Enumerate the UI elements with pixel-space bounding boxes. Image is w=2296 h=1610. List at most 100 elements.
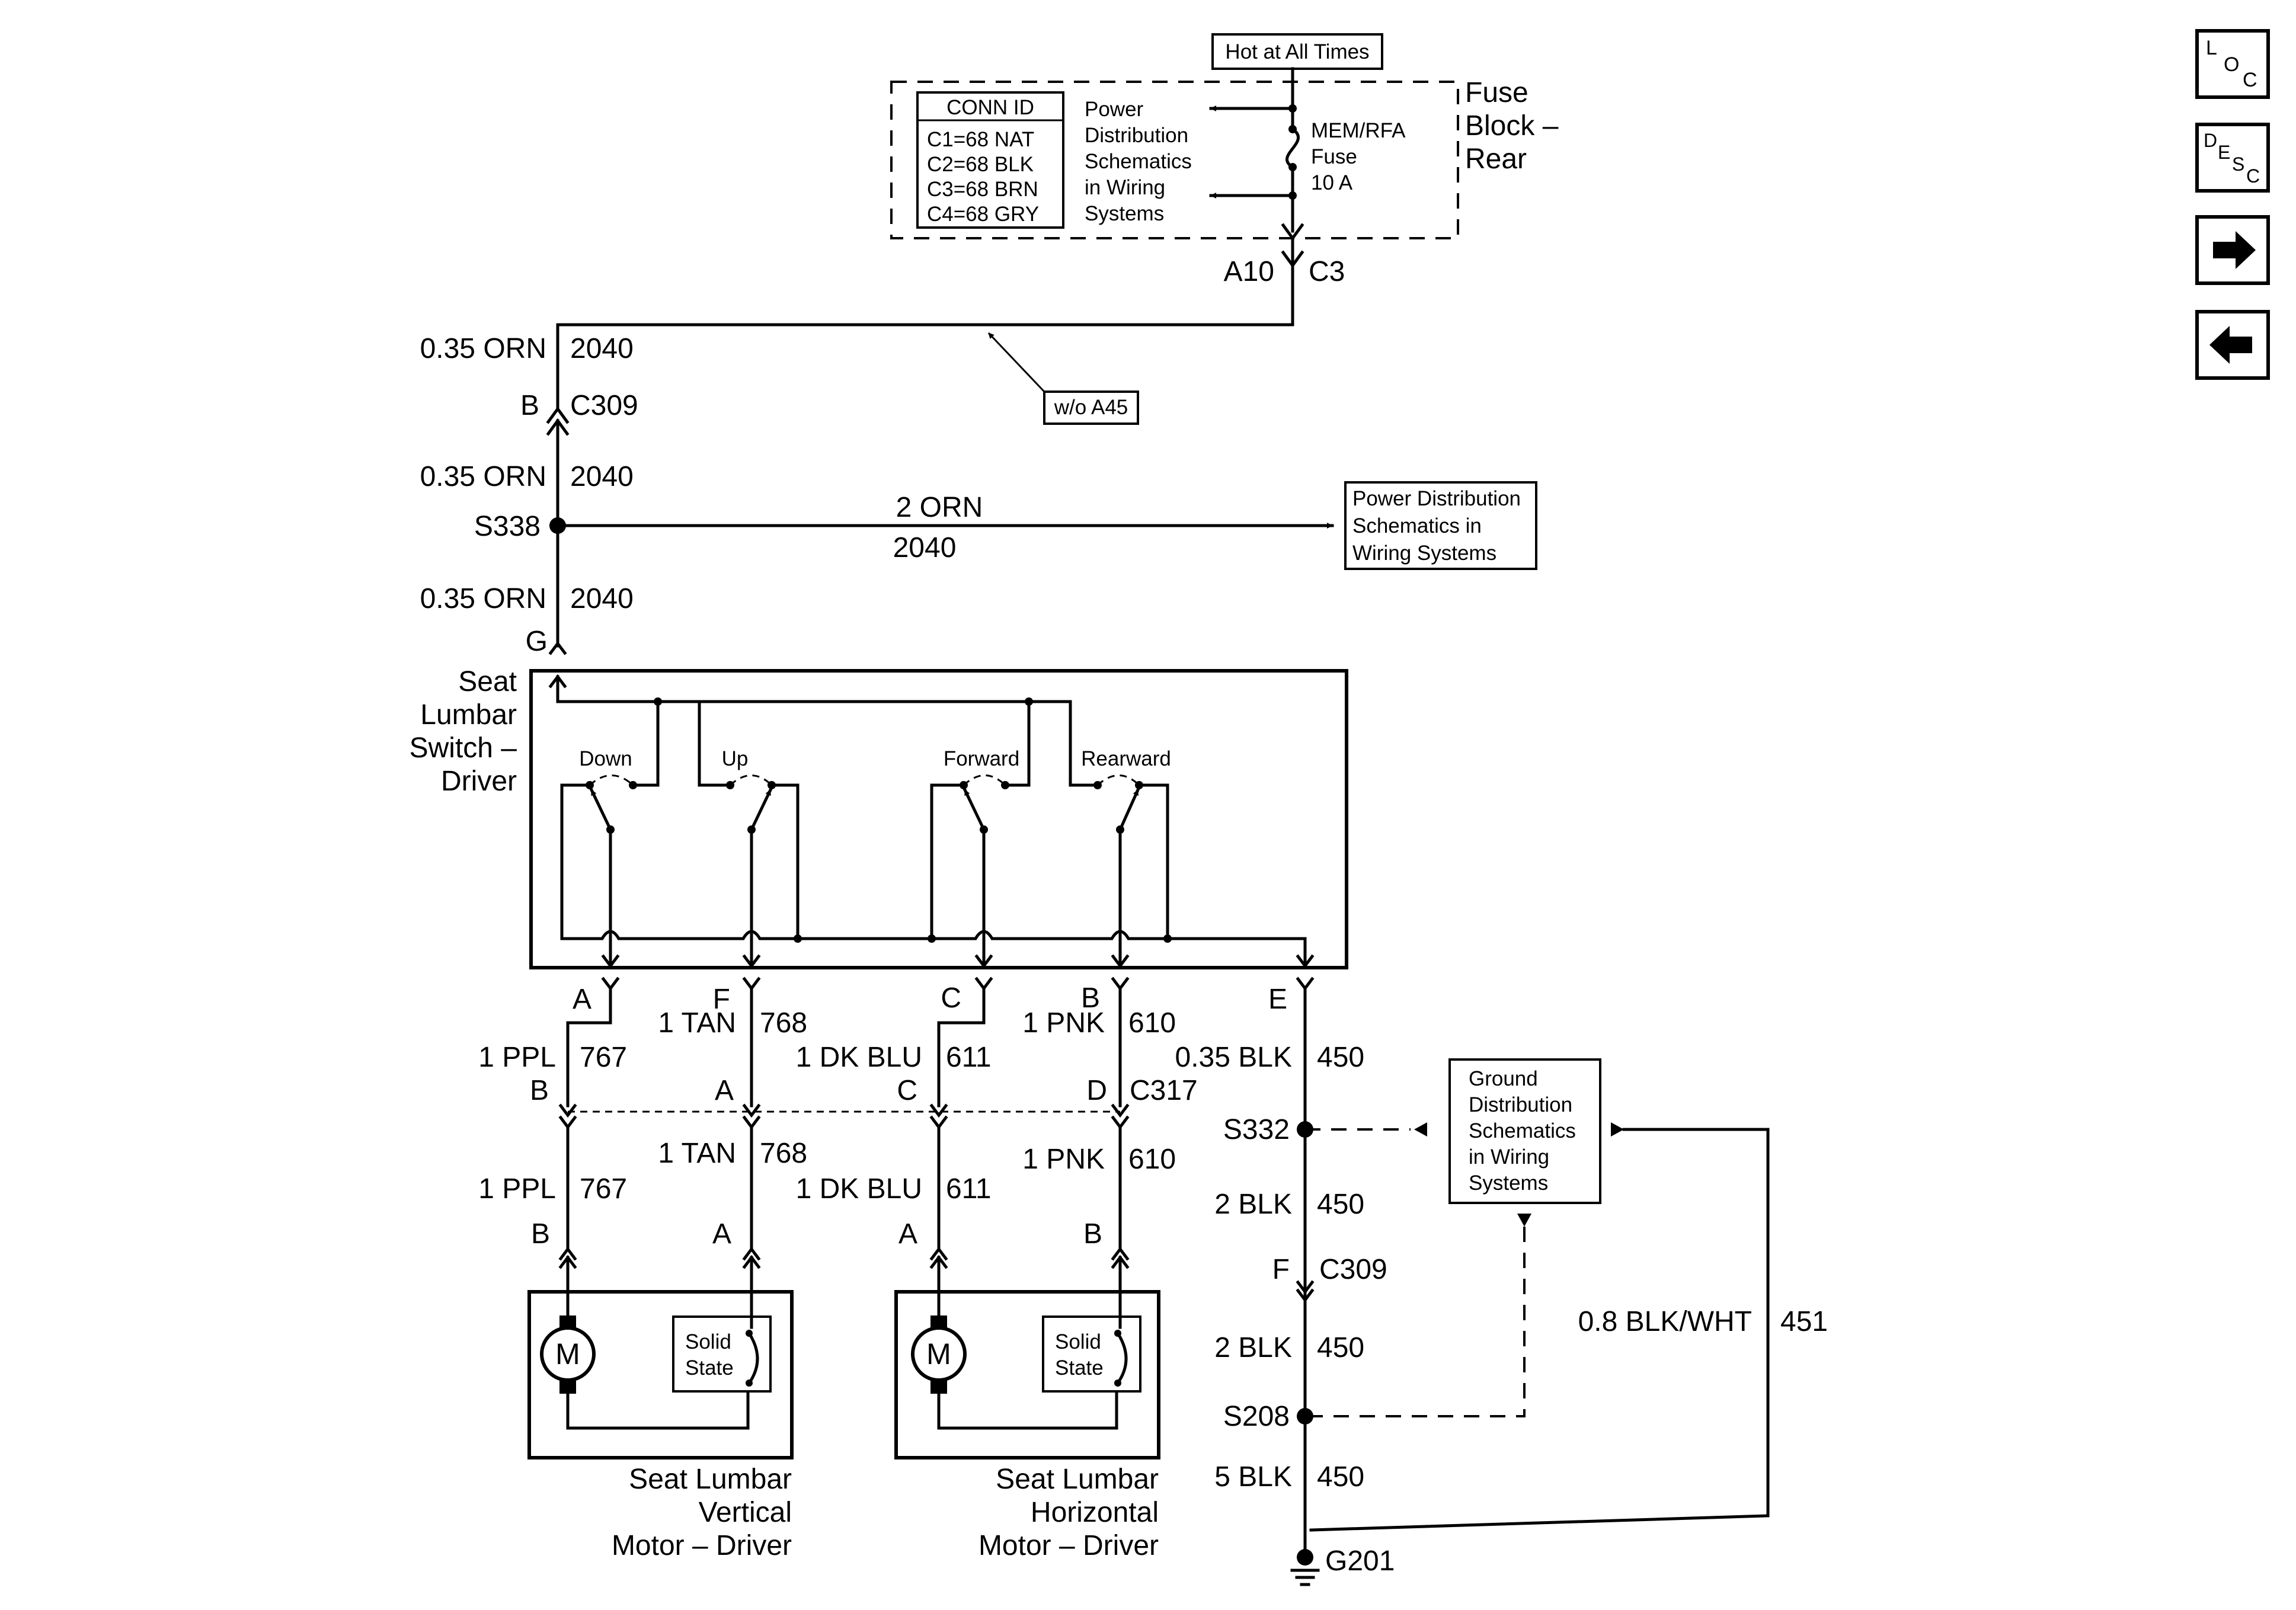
seat-lumbar-vertical-motor: M Solid State Seat Lumbar Vertical Motor… — [527, 1256, 794, 1561]
contact-down-label: Down — [579, 747, 632, 770]
motor-h-pin-b: B — [1083, 1218, 1102, 1250]
horizontal-motor-name-2: Horizontal — [1031, 1497, 1159, 1528]
desc-letter-s: S — [2232, 153, 2244, 175]
loc-letter-o: O — [2224, 53, 2239, 76]
return-circuit: 451 — [1780, 1306, 1828, 1337]
horizontal-solid-state-box — [1042, 1315, 1141, 1393]
fuse-ref-2: Distribution — [1085, 124, 1188, 147]
lower-768-circuit: 768 — [760, 1138, 807, 1169]
contact-up-label: Up — [722, 747, 749, 770]
loc-button[interactable]: L O C — [2195, 29, 2270, 99]
contact-forward-arm — [962, 788, 986, 832]
upper-450-gauge: 0.35 BLK — [1175, 1042, 1292, 1073]
vertical-solid-state-box — [672, 1315, 772, 1393]
ground-g201-label: G201 — [1325, 1545, 1395, 1577]
motor-v-pin-a: A — [712, 1218, 731, 1250]
conn-id-c2: C2=68 BLK — [927, 153, 1034, 176]
desc-letter-d: D — [2204, 130, 2217, 151]
next-button[interactable] — [2195, 215, 2270, 285]
power-ref-3: Wiring Systems — [1352, 542, 1496, 565]
ground-ref-4: in Wiring — [1469, 1145, 1549, 1169]
contact-rearward-label: Rearward — [1081, 747, 1171, 770]
vertical-motor-symbol — [540, 1326, 596, 1382]
switch-pin-a: A — [573, 984, 591, 1015]
vertical-motor-m: M — [555, 1337, 580, 1371]
desc-button[interactable]: D E S C — [2195, 123, 2270, 193]
fuse-block-outline — [890, 81, 1459, 239]
power-distribution-ref-box — [1344, 481, 1537, 570]
horizontal-motor-outline — [894, 1290, 1160, 1459]
switch-pin-f: F — [713, 984, 730, 1015]
c309-pin-b: B — [520, 390, 539, 421]
fuse-ref-3: Schematics — [1085, 150, 1192, 173]
desc-letter-e: E — [2218, 142, 2230, 163]
lower-768-gauge: 1 TAN — [658, 1138, 736, 1169]
horizontal-motor-symbol — [911, 1326, 967, 1382]
vertical-solid-state-2: State — [685, 1356, 734, 1379]
upper-611-circuit: 611 — [946, 1042, 992, 1073]
vertical-motor-name-2: Vertical — [699, 1497, 792, 1528]
ground-g201 — [1297, 1549, 1313, 1566]
loc-letter-c: C — [2243, 69, 2257, 91]
g4-gauge: 5 BLK — [1214, 1461, 1292, 1493]
loc-letter-l: L — [2206, 37, 2217, 59]
w1-gauge: 0.35 ORN — [420, 333, 546, 364]
c317-name: C317 — [1130, 1075, 1198, 1106]
return-gauge: 0.8 BLK/WHT — [1578, 1306, 1752, 1337]
ground-ref-5: Systems — [1469, 1172, 1548, 1195]
conn-id-box — [916, 91, 1064, 229]
contact-down-arm — [589, 788, 613, 832]
arrow-left-icon — [2209, 326, 2252, 364]
lower-611-gauge: 1 DK BLU — [796, 1173, 922, 1205]
conn-id-c1: C1=68 NAT — [927, 128, 1034, 151]
vertical-solid-state-1: Solid — [685, 1330, 731, 1353]
connector-c309-f-symbol — [1296, 1280, 1315, 1295]
wire-451-return — [1309, 1128, 1770, 1532]
horizontal-solid-state-2: State — [1055, 1356, 1104, 1379]
arrow-right-icon — [2213, 231, 2256, 269]
switch-pin-g: G — [526, 626, 548, 657]
contact-forward-label: Forward — [944, 747, 1019, 770]
c309-pin-f: F — [1272, 1254, 1290, 1285]
switch-name-2: Lumbar — [420, 699, 517, 731]
fuse-ref-1: Power — [1085, 98, 1144, 121]
g4-circuit: 450 — [1317, 1461, 1364, 1493]
option-label: w/o A45 — [1054, 396, 1128, 419]
fuse-block-name-3: Rear — [1465, 143, 1527, 175]
upper-767-circuit: 767 — [580, 1042, 627, 1073]
fuse-pin-a10: A10 — [1224, 256, 1274, 287]
g2-circuit: 450 — [1317, 1189, 1364, 1220]
lower-610-circuit: 610 — [1128, 1144, 1176, 1175]
conn-id-c4: C4=68 GRY — [927, 203, 1039, 226]
wire-611-upper — [937, 987, 986, 1108]
motor-v-pin-b: B — [531, 1218, 550, 1250]
upper-768-circuit: 768 — [760, 1007, 807, 1039]
upper-767-gauge: 1 PPL — [478, 1042, 556, 1073]
desc-letter-c: C — [2246, 165, 2260, 187]
contact-up-arm — [749, 788, 773, 832]
switch-name-4: Driver — [441, 766, 517, 797]
prev-button[interactable] — [2195, 310, 2270, 380]
horizontal-solid-state-1: Solid — [1055, 1330, 1101, 1353]
splice-s208-label: S208 — [1223, 1401, 1290, 1432]
w2-circuit: 2040 — [570, 461, 634, 492]
horizontal-motor-name-3: Motor – Driver — [978, 1530, 1159, 1561]
c317-pin-b: B — [530, 1075, 549, 1106]
wire-767-upper — [566, 987, 612, 1108]
switch-name-3: Switch – — [410, 732, 517, 764]
branch-gauge: 2 ORN — [896, 492, 983, 523]
fuse-ref-4: in Wiring — [1085, 176, 1165, 199]
ground-ref-1: Ground — [1469, 1067, 1538, 1090]
vertical-motor-name-1: Seat Lumbar — [629, 1464, 792, 1495]
w2-gauge: 0.35 ORN — [420, 461, 546, 492]
lower-610-gauge: 1 PNK — [1022, 1144, 1105, 1175]
ground-ref-2: Distribution — [1469, 1093, 1572, 1116]
motor-h-pin-a: A — [898, 1218, 917, 1250]
fuse-connector-c3: C3 — [1309, 256, 1345, 287]
lower-767-circuit: 767 — [580, 1173, 627, 1205]
upper-611-gauge: 1 DK BLU — [796, 1042, 922, 1073]
c309-name-top: C309 — [570, 390, 638, 421]
upper-610-circuit: 610 — [1128, 1007, 1176, 1039]
ground-distribution-ref-box — [1448, 1058, 1601, 1204]
w1-circuit: 2040 — [570, 333, 634, 364]
